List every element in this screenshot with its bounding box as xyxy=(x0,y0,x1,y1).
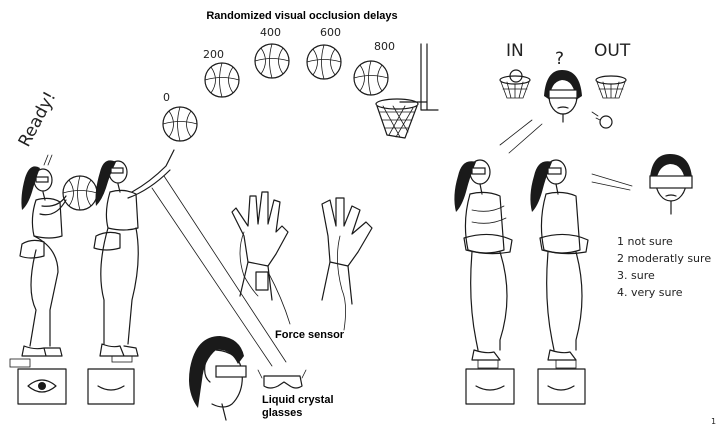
ready-text: Ready! xyxy=(15,88,61,150)
participant-head-with-glasses xyxy=(189,336,247,421)
eye-state-open-box xyxy=(17,368,67,405)
basketball-icon xyxy=(254,43,290,79)
force-sensor-label: Force sensor xyxy=(275,329,345,341)
confidence-option-2: 2 moderatly sure xyxy=(617,252,711,265)
player-ready xyxy=(9,166,98,368)
confidence-option-4: 4. very sure xyxy=(617,286,683,299)
basketball-icon xyxy=(204,62,240,98)
delay-label-400: 400 xyxy=(260,26,281,39)
sensor-cable xyxy=(151,175,287,367)
confidence-option-3: 3. sure xyxy=(617,269,655,282)
eye-state-closed-box xyxy=(87,368,135,405)
glove-with-force-sensor xyxy=(231,191,373,331)
page-marker: 1 xyxy=(711,417,716,426)
glasses-label-line2: glasses xyxy=(262,407,302,419)
player-standing-1 xyxy=(454,159,513,369)
eye-state-closed-box xyxy=(465,368,515,405)
question-mark: ? xyxy=(555,49,564,69)
delay-label-0: 0 xyxy=(163,91,170,104)
confidence-option-1: 1 not sure xyxy=(617,235,673,248)
hoop-out-icon xyxy=(591,75,627,129)
hoop-in-icon xyxy=(499,69,531,99)
liquid-crystal-glasses-icon xyxy=(257,369,307,389)
player-standing-2 xyxy=(530,159,589,369)
thinking-head xyxy=(544,70,582,123)
delay-label-200: 200 xyxy=(203,48,224,61)
ball-trajectory: 0 200 400 600 800 xyxy=(162,26,395,142)
glasses-label-line1: Liquid crystal xyxy=(262,394,334,406)
eye-state-closed-box xyxy=(537,368,586,405)
basketball-hoop xyxy=(375,43,439,139)
player-shooting xyxy=(93,149,175,363)
basketball-icon xyxy=(306,44,342,80)
confidence-pointer xyxy=(591,173,633,191)
confidence-scale: 1 not sure 2 moderatly sure 3. sure 4. v… xyxy=(617,235,711,299)
out-label: OUT xyxy=(594,41,631,61)
thought-pointer xyxy=(499,119,543,154)
delay-label-600: 600 xyxy=(320,26,341,39)
basketball-icon xyxy=(162,106,198,142)
diagram-title: Randomized visual occlusion delays xyxy=(206,10,397,22)
basketball-icon xyxy=(353,60,389,96)
in-label: IN xyxy=(506,41,524,61)
confidence-head xyxy=(649,154,693,215)
delay-label-800: 800 xyxy=(374,40,395,53)
